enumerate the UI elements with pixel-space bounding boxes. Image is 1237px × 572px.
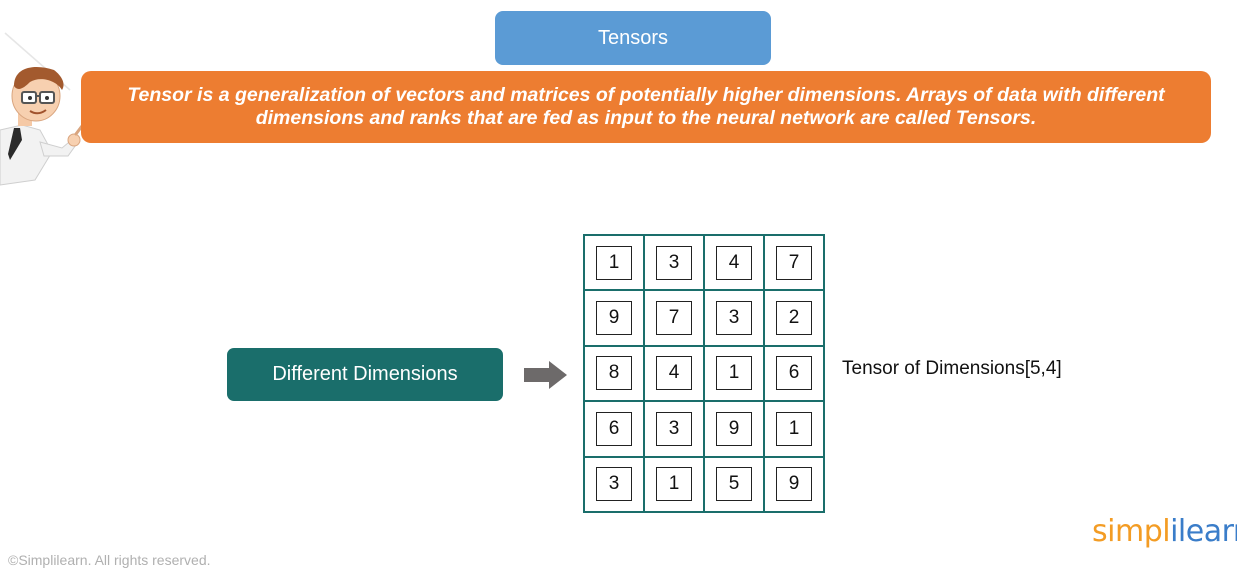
tensor-definition-text: Tensor is a generalization of vectors an…	[127, 84, 1165, 129]
matrix-cell: 1	[644, 456, 704, 512]
matrix-value: 3	[716, 301, 752, 336]
matrix-cell: 7	[764, 235, 824, 291]
matrix-cell: 4	[644, 345, 704, 402]
matrix-value: 6	[776, 356, 812, 391]
different-dimensions-label: Different Dimensions	[272, 363, 458, 385]
matrix-cell: 6	[764, 345, 824, 402]
matrix-cell: 4	[704, 235, 764, 291]
matrix-value: 2	[776, 301, 812, 336]
matrix-cell: 8	[584, 345, 644, 402]
matrix-value: 9	[596, 301, 632, 336]
tensor-dimensions-label: Tensor of Dimensions[5,4]	[842, 358, 1062, 379]
matrix-value: 3	[596, 467, 632, 502]
simplilearn-logo: simplilearn	[1092, 514, 1237, 549]
matrix-value: 1	[776, 411, 812, 446]
matrix-value: 1	[656, 467, 692, 502]
matrix-cell: 2	[764, 290, 824, 346]
matrix-cell: 1	[704, 345, 764, 402]
matrix-cell: 6	[584, 401, 644, 457]
right-arrow-icon	[524, 361, 567, 389]
matrix-value: 4	[656, 356, 692, 391]
matrix-cell: 5	[704, 456, 764, 512]
page-title: Tensors	[597, 26, 669, 49]
matrix-value: 3	[656, 245, 692, 280]
matrix-value: 6	[596, 411, 632, 446]
matrix-cell: 7	[644, 290, 704, 346]
matrix-value: 4	[716, 245, 752, 280]
matrix-cell: 9	[584, 290, 644, 346]
matrix-value: 9	[776, 467, 812, 502]
logo-part-ilearn: ilearn	[1170, 514, 1237, 549]
matrix-value: 1	[716, 356, 752, 391]
matrix-value: 7	[656, 301, 692, 336]
matrix-value: 1	[596, 245, 632, 280]
matrix-cell: 3	[644, 401, 704, 457]
matrix-cell: 3	[584, 456, 644, 512]
matrix-value: 3	[656, 411, 692, 446]
matrix-cell: 1	[584, 235, 644, 291]
cartoon-presenter-icon	[0, 32, 84, 186]
definition-banner: Tensor is a generalization of vectors an…	[81, 71, 1211, 143]
logo-part-simpl: simpl	[1092, 514, 1171, 549]
matrix-value: 8	[596, 356, 632, 391]
different-dimensions-box: Different Dimensions	[227, 348, 503, 401]
matrix-cell: 9	[764, 456, 824, 512]
copyright-notice: ©Simplilearn. All rights reserved.	[8, 552, 211, 568]
matrix-value: 9	[716, 411, 752, 446]
matrix-cell: 3	[644, 235, 704, 291]
title-pill: Tensors	[495, 11, 771, 65]
matrix-cell: 1	[764, 401, 824, 457]
matrix-value: 7	[776, 245, 812, 280]
matrix-cell: 3	[704, 290, 764, 346]
matrix-cell: 9	[704, 401, 764, 457]
matrix-value: 5	[716, 467, 752, 502]
